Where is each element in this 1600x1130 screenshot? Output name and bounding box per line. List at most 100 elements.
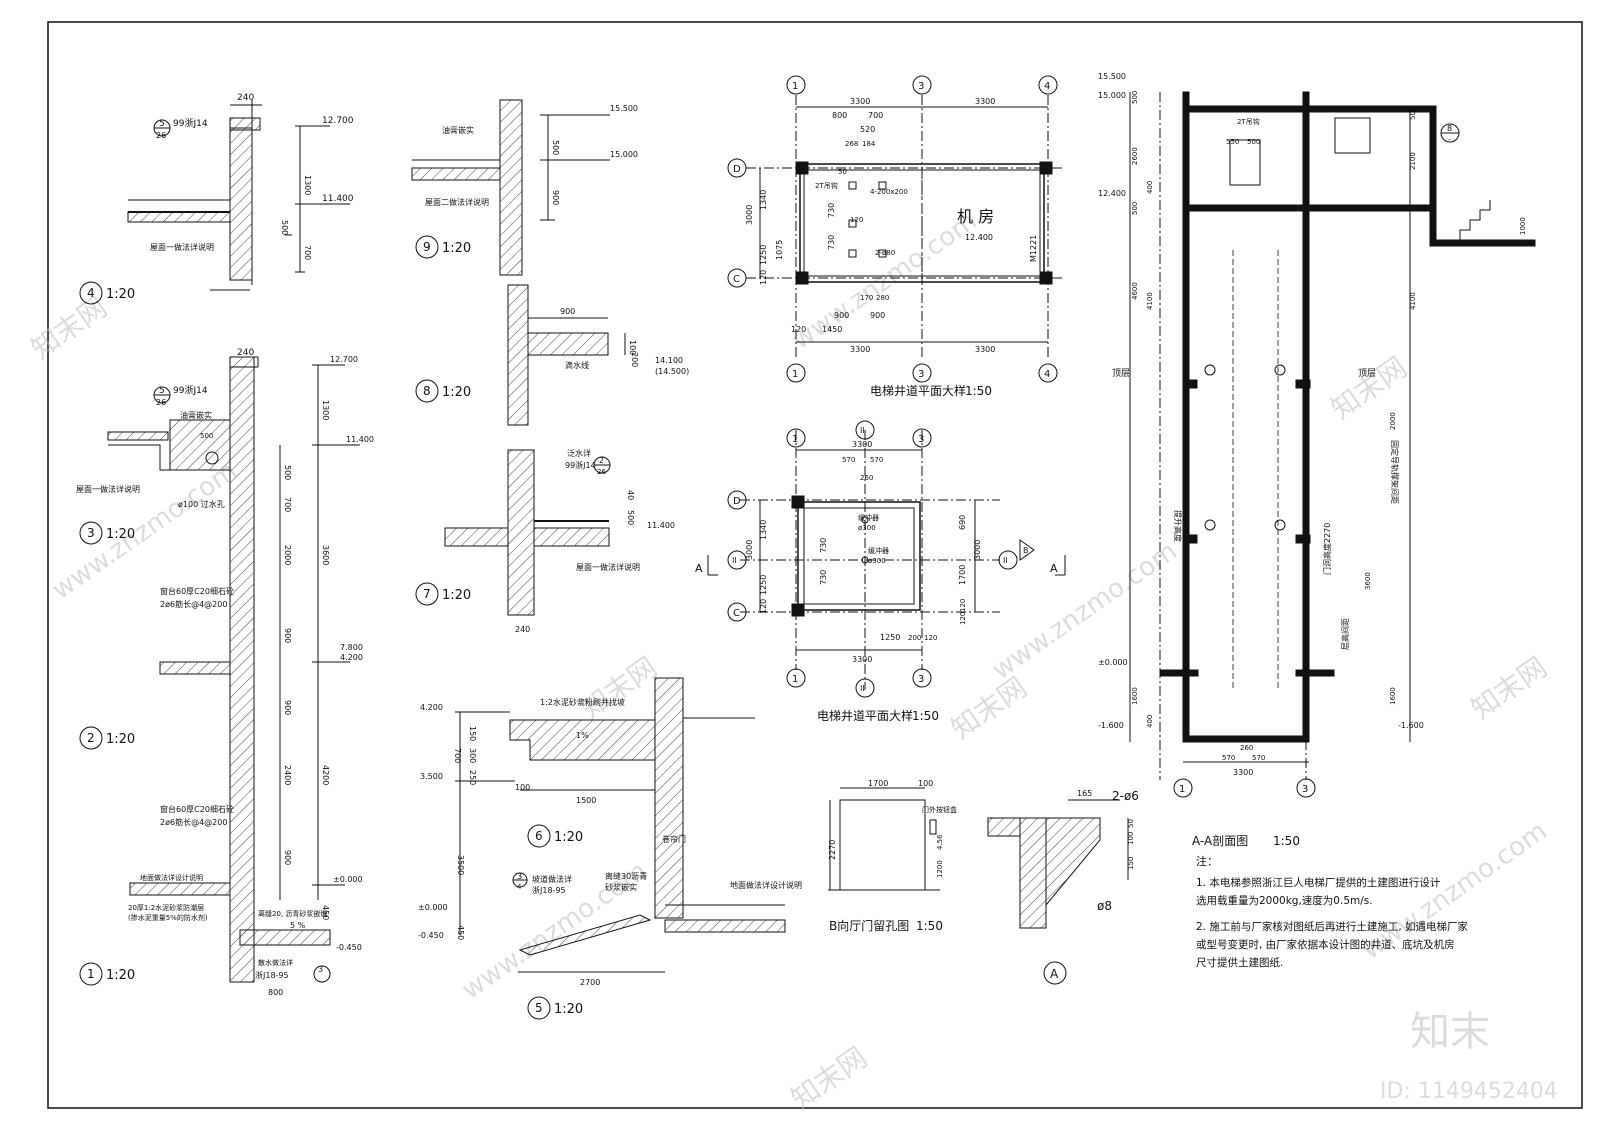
b-view: [828, 787, 940, 891]
svg-text:700: 700: [283, 497, 292, 512]
svg-text:1500: 1500: [576, 796, 596, 805]
note-line-2: 选用载重量为2000kg,速度为0.5m/s.: [1196, 894, 1373, 907]
svg-text:1:20: 1:20: [554, 1002, 583, 1017]
svg-text:II: II: [732, 556, 737, 565]
svg-text:11.400: 11.400: [346, 435, 374, 444]
detail-8: [415, 284, 626, 426]
svg-text:500: 500: [1131, 91, 1139, 104]
svg-text:268: 268: [845, 140, 858, 148]
svg-text:9: 9: [423, 240, 431, 254]
svg-text:50: 50: [1127, 819, 1135, 828]
svg-text:2700: 2700: [580, 978, 600, 987]
svg-text:缓冲器: 缓冲器: [868, 546, 889, 555]
detail-9: [411, 99, 610, 276]
svg-text:800: 800: [268, 988, 283, 997]
svg-text:3: 3: [1302, 784, 1308, 795]
detail-5: [459, 872, 786, 1020]
svg-text:提升高度: 提升高度: [1173, 510, 1183, 542]
svg-text:4100: 4100: [1146, 292, 1154, 310]
svg-text:570: 570: [1222, 754, 1235, 762]
svg-text:D: D: [733, 496, 741, 507]
svg-text:II: II: [1003, 556, 1008, 565]
svg-text:730: 730: [827, 235, 836, 250]
machine-room-label: 机 房: [957, 207, 994, 226]
svg-text:-0.450: -0.450: [336, 943, 362, 952]
svg-text:1:20: 1:20: [554, 830, 583, 845]
svg-text:15.500: 15.500: [610, 104, 638, 113]
svg-text:3300: 3300: [850, 97, 870, 106]
svg-text:1300: 1300: [303, 175, 312, 195]
svg-text:700: 700: [868, 111, 883, 120]
svg-text:3300: 3300: [975, 97, 995, 106]
svg-text:12.700: 12.700: [322, 116, 354, 126]
svg-text:1340: 1340: [759, 520, 768, 540]
detail-A-text: 165 2-ø6 50 100 150 ø8 A: [1050, 789, 1139, 981]
svg-text:1: 1: [1179, 784, 1185, 795]
svg-text:900: 900: [560, 307, 575, 316]
svg-text:1340: 1340: [759, 190, 768, 210]
svg-text:500: 500: [283, 465, 292, 480]
machine-room-plan: [727, 75, 1065, 383]
svg-text:150: 150: [468, 726, 477, 741]
detail-A: [987, 799, 1129, 985]
aa-section-text: 15.500 15.000 12.400 ±0.000 -1.600 -1.60…: [1098, 72, 1527, 848]
hoistway-plan: [707, 420, 1066, 698]
svg-text:离缝30沥青: 离缝30沥青: [605, 871, 647, 881]
svg-text:100: 100: [515, 783, 530, 792]
svg-text:7: 7: [423, 587, 431, 601]
svg-text:www.znzmo.com: www.znzmo.com: [787, 206, 983, 356]
svg-text:1250: 1250: [880, 633, 900, 642]
svg-text:窗台60厚C20细石砼: 窗台60厚C20细石砼: [160, 804, 234, 814]
svg-text:知末网: 知末网: [575, 651, 663, 726]
brand-watermark: 知末: [1410, 1009, 1490, 1055]
svg-text:99浙J14: 99浙J14: [565, 460, 596, 470]
svg-text:15.000: 15.000: [1098, 91, 1126, 100]
svg-text:A: A: [1050, 967, 1059, 981]
svg-text:滴水线: 滴水线: [565, 360, 589, 370]
id-watermark: ID: 1149452404: [1380, 1079, 1558, 1104]
drawing-frame: [47, 21, 1583, 1109]
svg-text:730: 730: [827, 203, 836, 218]
svg-text:14.100: 14.100: [655, 356, 683, 365]
svg-text:知末网: 知末网: [945, 671, 1033, 746]
svg-text:2-ø6: 2-ø6: [1112, 789, 1139, 803]
svg-text:屋面一做法详说明: 屋面一做法详说明: [150, 242, 214, 252]
svg-text:150: 150: [1127, 857, 1135, 870]
svg-text:浙J18-95: 浙J18-95: [532, 885, 566, 895]
svg-text:4100: 4100: [1409, 292, 1417, 310]
svg-text:B: B: [1023, 546, 1029, 555]
svg-text:1: 1: [792, 81, 798, 92]
svg-text:3: 3: [918, 434, 924, 445]
svg-text:3: 3: [517, 872, 522, 881]
svg-text:2: 2: [599, 456, 604, 465]
svg-text:3: 3: [918, 674, 924, 685]
svg-text:260: 260: [1240, 744, 1253, 752]
machine-room-plan-text: 1 3 4 1 3 4 D C 3300 3300 3300 3300 800 …: [733, 81, 1050, 398]
svg-text:400: 400: [1146, 715, 1154, 728]
svg-text:700: 700: [453, 748, 462, 763]
svg-text:240: 240: [237, 93, 254, 103]
svg-text:4: 4: [1044, 81, 1050, 92]
svg-text:500: 500: [551, 140, 560, 155]
svg-text:3: 3: [918, 81, 924, 92]
svg-text:1:20: 1:20: [106, 527, 135, 542]
svg-text:6: 6: [535, 829, 543, 843]
svg-text:ø8: ø8: [1097, 899, 1112, 913]
svg-text:1300: 1300: [321, 400, 330, 420]
svg-text:120: 120: [959, 612, 967, 625]
svg-text:3300: 3300: [852, 655, 872, 664]
svg-text:500: 500: [626, 510, 635, 525]
svg-text:120: 120: [850, 216, 863, 224]
svg-text:4: 4: [1044, 369, 1050, 380]
detail-5-text: 3 4 坡道做法详 浙J18-95 离缝30沥青 砂浆嵌实 地面做法详设计说明 …: [418, 834, 802, 1017]
svg-text:11.400: 11.400: [322, 194, 354, 204]
svg-text:顶层: 顶层: [1112, 368, 1130, 379]
svg-text:2ø6筋长@4@200: 2ø6筋长@4@200: [160, 599, 227, 609]
svg-text:165: 165: [1077, 789, 1092, 798]
svg-text:1:20: 1:20: [442, 588, 471, 603]
svg-text:730: 730: [819, 570, 828, 585]
svg-text:40: 40: [626, 490, 635, 500]
svg-text:C: C: [733, 608, 740, 619]
section-title: A-A剖面图: [1192, 834, 1248, 848]
